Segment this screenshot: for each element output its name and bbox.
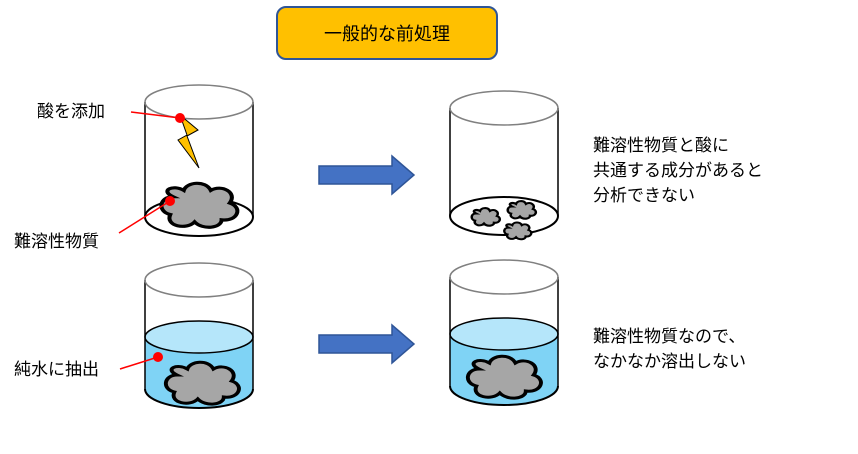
label-insoluble: 難溶性物質 (14, 232, 99, 252)
label-water: 純水に抽出 (14, 360, 99, 380)
pointer-acid (130, 111, 185, 123)
beaker-water-before (144, 262, 254, 409)
note-line: 分析できない (593, 186, 695, 206)
title-box: 一般的な前処理 (276, 6, 498, 60)
beaker-acid-before (144, 84, 254, 237)
note-line: 難溶性物質なので、 (593, 327, 746, 347)
arrow-right-icon (318, 323, 416, 365)
beaker-acid-after (449, 90, 559, 241)
solid-fragment-icon (503, 221, 533, 241)
insoluble-solid-icon (163, 360, 241, 407)
beaker-water-after (449, 259, 559, 406)
title-text: 一般的な前処理 (324, 24, 450, 45)
solid-fragment-icon (470, 206, 502, 227)
note-acid-result: 難溶性物質と酸に 共通する成分があると 分析できない (593, 134, 763, 209)
label-acid: 酸を添加 (37, 102, 105, 122)
pointer-water (119, 352, 163, 370)
insoluble-solid-icon (465, 354, 543, 401)
lightning-icon (177, 113, 200, 169)
arrow-right-icon (318, 154, 416, 196)
note-water-result: 難溶性物質なので、 なかなか溶出しない (593, 325, 746, 375)
note-line: 共通する成分があると (593, 161, 763, 181)
note-line: 難溶性物質と酸に (593, 136, 729, 156)
insoluble-solid-icon (161, 183, 237, 227)
pointer-insoluble (118, 196, 175, 234)
solid-fragment-icon (506, 199, 538, 220)
note-line: なかなか溶出しない (593, 352, 746, 372)
